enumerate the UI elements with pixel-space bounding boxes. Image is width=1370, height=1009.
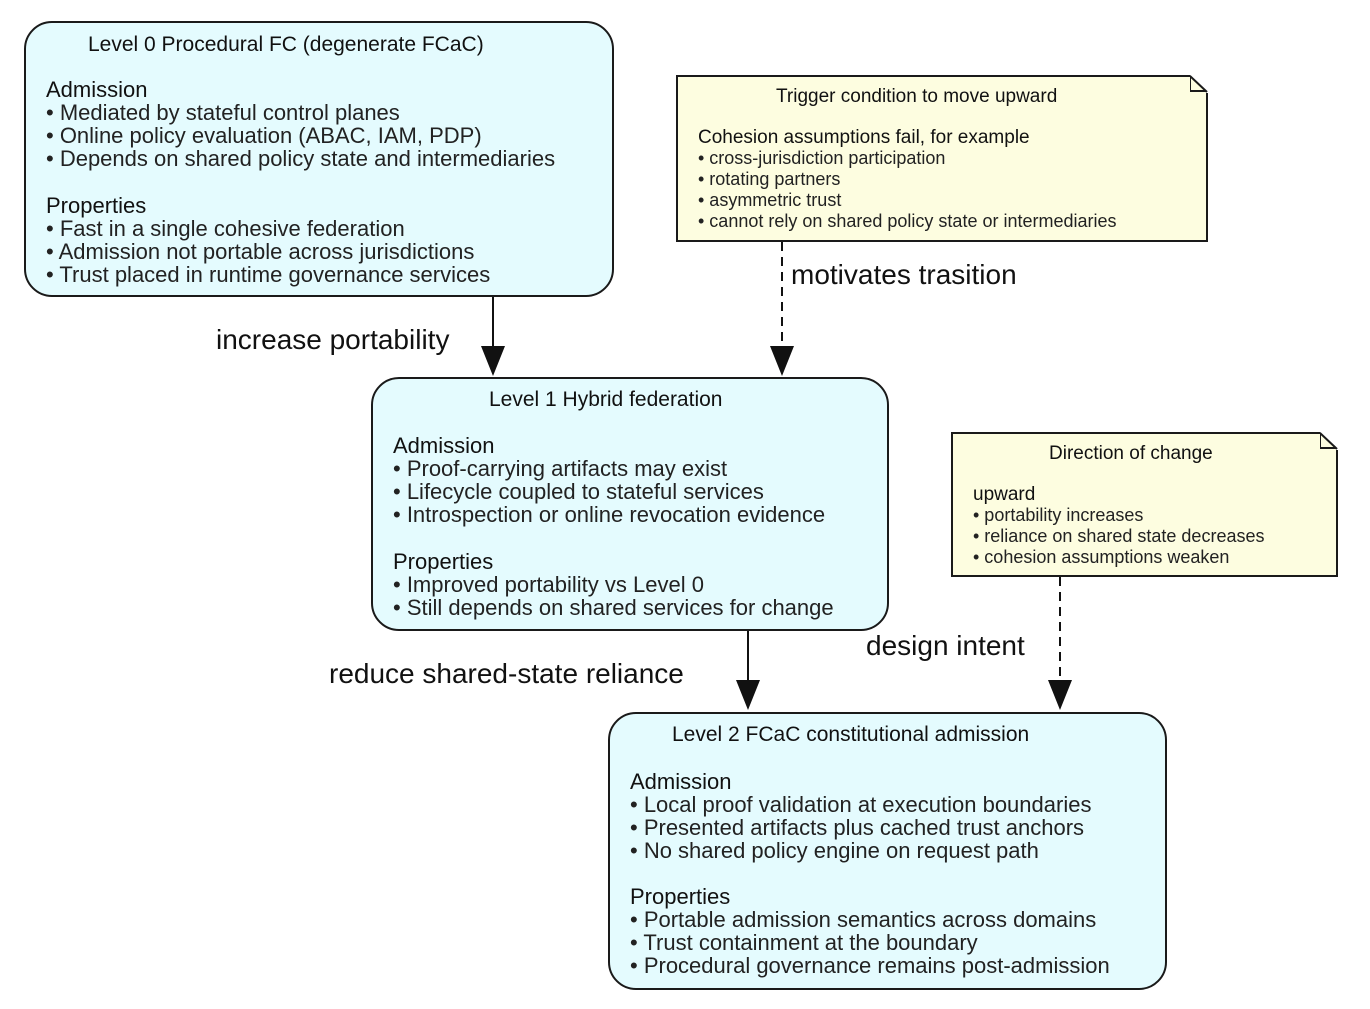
level0-admission-heading: Admission	[46, 77, 148, 102]
level0-admission-item: • Mediated by stateful control planes	[46, 100, 400, 125]
edge-label-increase-portability: increase portability	[216, 324, 450, 355]
edge-label-design-intent: design intent	[866, 630, 1025, 661]
level1-admission-section: Admission • Proof-carrying artifacts may…	[393, 434, 825, 526]
trigger-note-item: • rotating partners	[698, 169, 841, 189]
level2-box: Level 2 FCaC constitutional admission Ad…	[608, 712, 1167, 990]
direction-note-item: • reliance on shared state decreases	[973, 526, 1265, 546]
edge-direction-to-l2	[1048, 577, 1072, 710]
level2-properties-item: • Procedural governance remains post-adm…	[630, 953, 1110, 978]
trigger-note-item: • cross-jurisdiction participation	[698, 148, 946, 168]
level0-properties-item: • Admission not portable across jurisdic…	[46, 239, 475, 264]
direction-note-item: • portability increases	[973, 505, 1144, 525]
edge-label-motivates-transition: motivates trasition	[791, 259, 1017, 290]
level1-properties-item: • Still depends on shared services for c…	[393, 595, 834, 620]
level2-properties-item: • Portable admission semantics across do…	[630, 907, 1097, 932]
note-fold-icon	[1190, 75, 1208, 93]
trigger-note-title: Trigger condition to move upward	[776, 86, 1058, 107]
level1-properties-section: Properties • Improved portability vs Lev…	[393, 550, 834, 619]
edge-label-reduce-shared-state: reduce shared-state reliance	[329, 658, 684, 689]
edge-l1-to-l2	[736, 631, 760, 710]
level1-properties-item: • Improved portability vs Level 0	[393, 572, 704, 597]
level2-admission-heading: Admission	[630, 769, 732, 794]
direction-note-item: • cohesion assumptions weaken	[973, 547, 1230, 567]
level1-admission-item: • Proof-carrying artifacts may exist	[393, 456, 728, 481]
level1-title: Level 1 Hybrid federation	[489, 388, 723, 411]
level0-properties-section: Properties • Fast in a single cohesive f…	[46, 194, 490, 286]
direction-note-body: upward • portability increases • relianc…	[973, 484, 1264, 568]
trigger-note-body: Cohesion assumptions fail, for example •…	[698, 127, 1117, 232]
level1-properties-heading: Properties	[393, 549, 494, 574]
level0-admission-item: • Depends on shared policy state and int…	[46, 146, 556, 171]
level0-properties-item: • Fast in a single cohesive federation	[46, 216, 405, 241]
level0-title: Level 0 Procedural FC (degenerate FCaC)	[88, 33, 484, 56]
edge-trigger-to-l1	[770, 242, 794, 376]
level2-admission-item: • Presented artifacts plus cached trust …	[630, 815, 1085, 840]
level0-box: Level 0 Procedural FC (degenerate FCaC) …	[24, 21, 614, 297]
direction-note-heading: upward	[973, 484, 1036, 505]
level0-properties-heading: Properties	[46, 193, 147, 218]
level1-admission-item: • Introspection or online revocation evi…	[393, 502, 826, 527]
level2-properties-heading: Properties	[630, 884, 731, 909]
trigger-note-item: • asymmetric trust	[698, 190, 842, 210]
direction-note-title: Direction of change	[1049, 443, 1213, 464]
edge-l0-to-l1	[481, 297, 505, 376]
level2-properties-section: Properties • Portable admission semantic…	[630, 885, 1110, 977]
level0-admission-item: • Online policy evaluation (ABAC, IAM, P…	[46, 123, 482, 148]
level2-title: Level 2 FCaC constitutional admission	[672, 723, 1030, 746]
trigger-note-item: • cannot rely on shared policy state or …	[698, 211, 1117, 231]
level0-properties-item: • Trust placed in runtime governance ser…	[46, 262, 491, 287]
note-fold-icon	[1320, 432, 1338, 450]
level2-properties-item: • Trust containment at the boundary	[630, 930, 978, 955]
trigger-note: Trigger condition to move upward Cohesio…	[676, 75, 1208, 242]
level1-box: Level 1 Hybrid federation Admission • Pr…	[371, 377, 889, 631]
level2-admission-section: Admission • Local proof validation at ex…	[630, 770, 1091, 862]
trigger-note-heading: Cohesion assumptions fail, for example	[698, 127, 1030, 148]
level0-admission-section: Admission • Mediated by stateful control…	[46, 78, 555, 170]
level2-admission-item: • Local proof validation at execution bo…	[630, 792, 1092, 817]
level1-admission-item: • Lifecycle coupled to stateful services	[393, 479, 764, 504]
level2-admission-item: • No shared policy engine on request pat…	[630, 838, 1039, 863]
direction-note: Direction of change upward • portability…	[951, 432, 1338, 577]
level1-admission-heading: Admission	[393, 433, 495, 458]
